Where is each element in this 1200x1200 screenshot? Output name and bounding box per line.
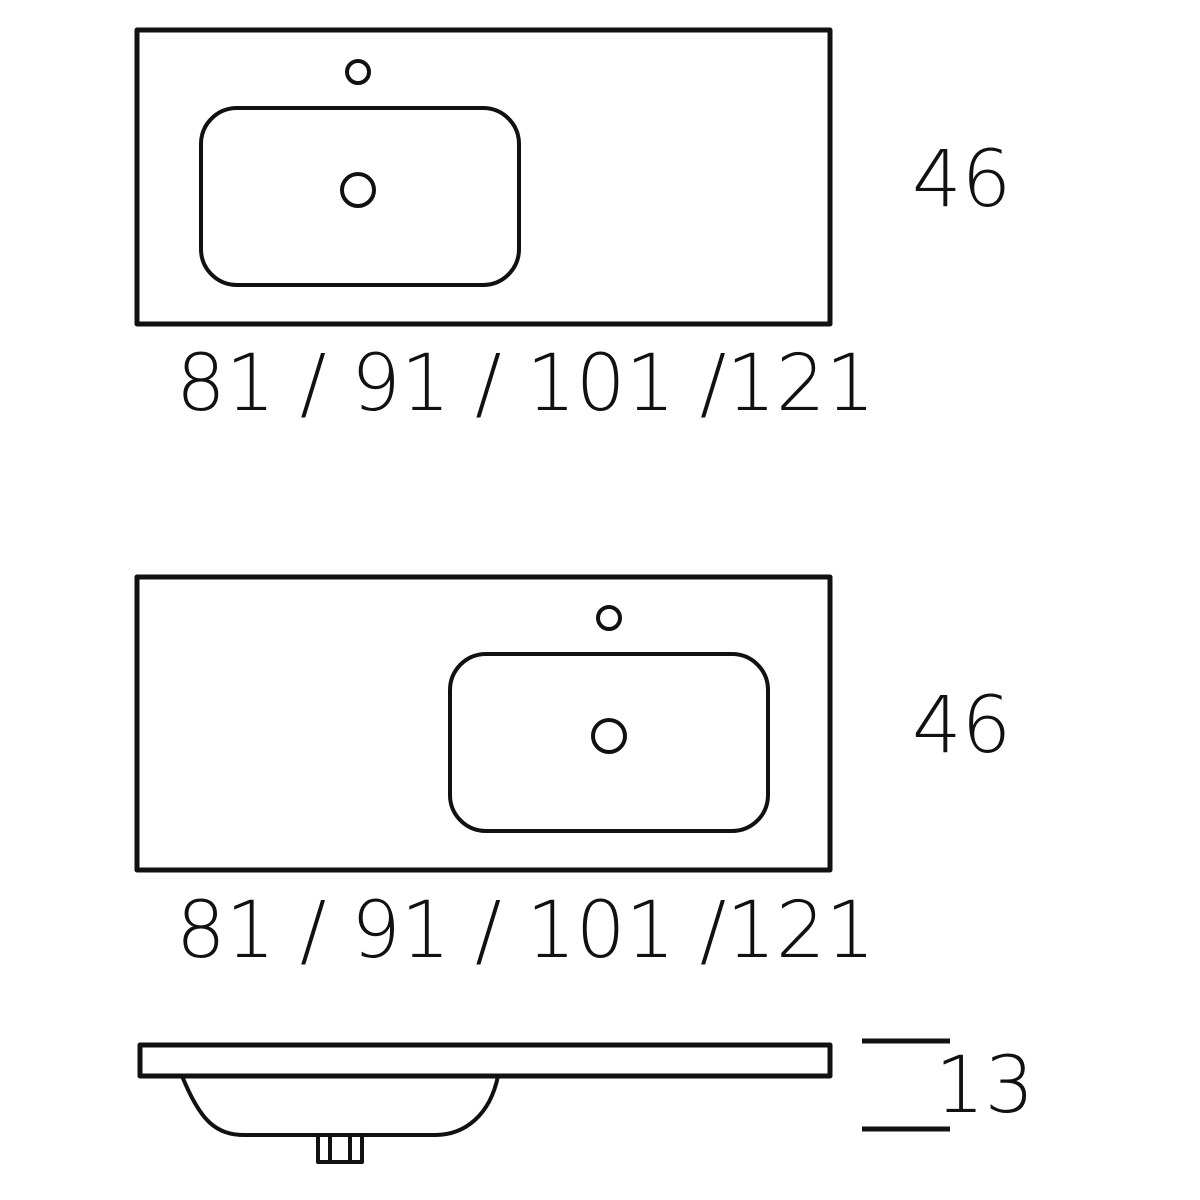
- countertop-outline: [134, 574, 833, 873]
- countertop-outline: [134, 27, 833, 327]
- drain-hole: [591, 718, 627, 754]
- basin-outline: [448, 652, 770, 833]
- drain-hole: [340, 172, 376, 208]
- plan-view-right-basin: 46 81 / 91 / 101 /121: [134, 574, 1011, 976]
- tap-hole: [596, 605, 622, 631]
- depth-dimension-label: 46: [912, 681, 1011, 771]
- basin-bowl-profile: [180, 1075, 500, 1137]
- width-dimension-label: 81 / 91 / 101 /121: [176, 886, 875, 976]
- side-section-view: 13: [137, 1038, 1034, 1164]
- countertop-slab: [137, 1042, 833, 1079]
- drain-fitting: [316, 1133, 364, 1164]
- basin-outline: [199, 106, 521, 287]
- depth-dimension-label: 46: [912, 135, 1011, 225]
- plan-view-left-basin: 46 81 / 91 / 101 /121: [134, 27, 1011, 429]
- height-dimension-label: 13: [935, 1041, 1034, 1131]
- tap-hole: [345, 59, 371, 85]
- width-dimension-label: 81 / 91 / 101 /121: [176, 339, 875, 429]
